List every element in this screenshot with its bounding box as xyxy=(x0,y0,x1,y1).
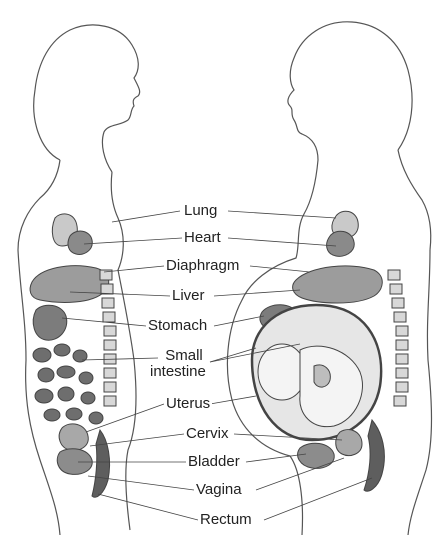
left-intestine-loops xyxy=(33,344,103,424)
left-rectum-organ xyxy=(92,430,110,497)
right-cervix-organ xyxy=(336,430,362,456)
label-small-intestine-line1: Small xyxy=(160,348,208,364)
label-small-intestine-line2: intestine xyxy=(148,364,208,380)
left-stomach-organ xyxy=(33,305,67,340)
left-heart-organ xyxy=(68,231,92,254)
label-heart: Heart xyxy=(182,230,223,246)
right-bladder-organ xyxy=(298,443,335,468)
right-neck-back xyxy=(398,150,431,250)
right-back-torso xyxy=(408,250,432,535)
left-uterus-organ xyxy=(59,424,88,451)
right-rectum-organ xyxy=(364,420,384,491)
left-bladder-organ xyxy=(57,449,92,475)
label-cervix: Cervix xyxy=(184,426,231,442)
label-uterus: Uterus xyxy=(164,396,212,412)
label-stomach: Stomach xyxy=(146,318,209,334)
label-bladder: Bladder xyxy=(186,454,242,470)
label-diaphragm: Diaphragm xyxy=(164,258,241,274)
right-organs xyxy=(252,211,408,491)
left-liver-organ xyxy=(30,266,109,303)
label-liver: Liver xyxy=(170,288,207,304)
label-lung: Lung xyxy=(182,203,219,219)
right-head-outline xyxy=(288,22,412,160)
label-rectum: Rectum xyxy=(198,512,254,528)
label-vagina: Vagina xyxy=(194,482,244,498)
left-spine xyxy=(100,270,116,406)
right-heart-organ xyxy=(327,231,355,256)
left-head-outline xyxy=(34,25,140,172)
left-front-torso xyxy=(111,172,136,530)
left-organs xyxy=(30,214,116,497)
right-spine xyxy=(388,270,408,406)
